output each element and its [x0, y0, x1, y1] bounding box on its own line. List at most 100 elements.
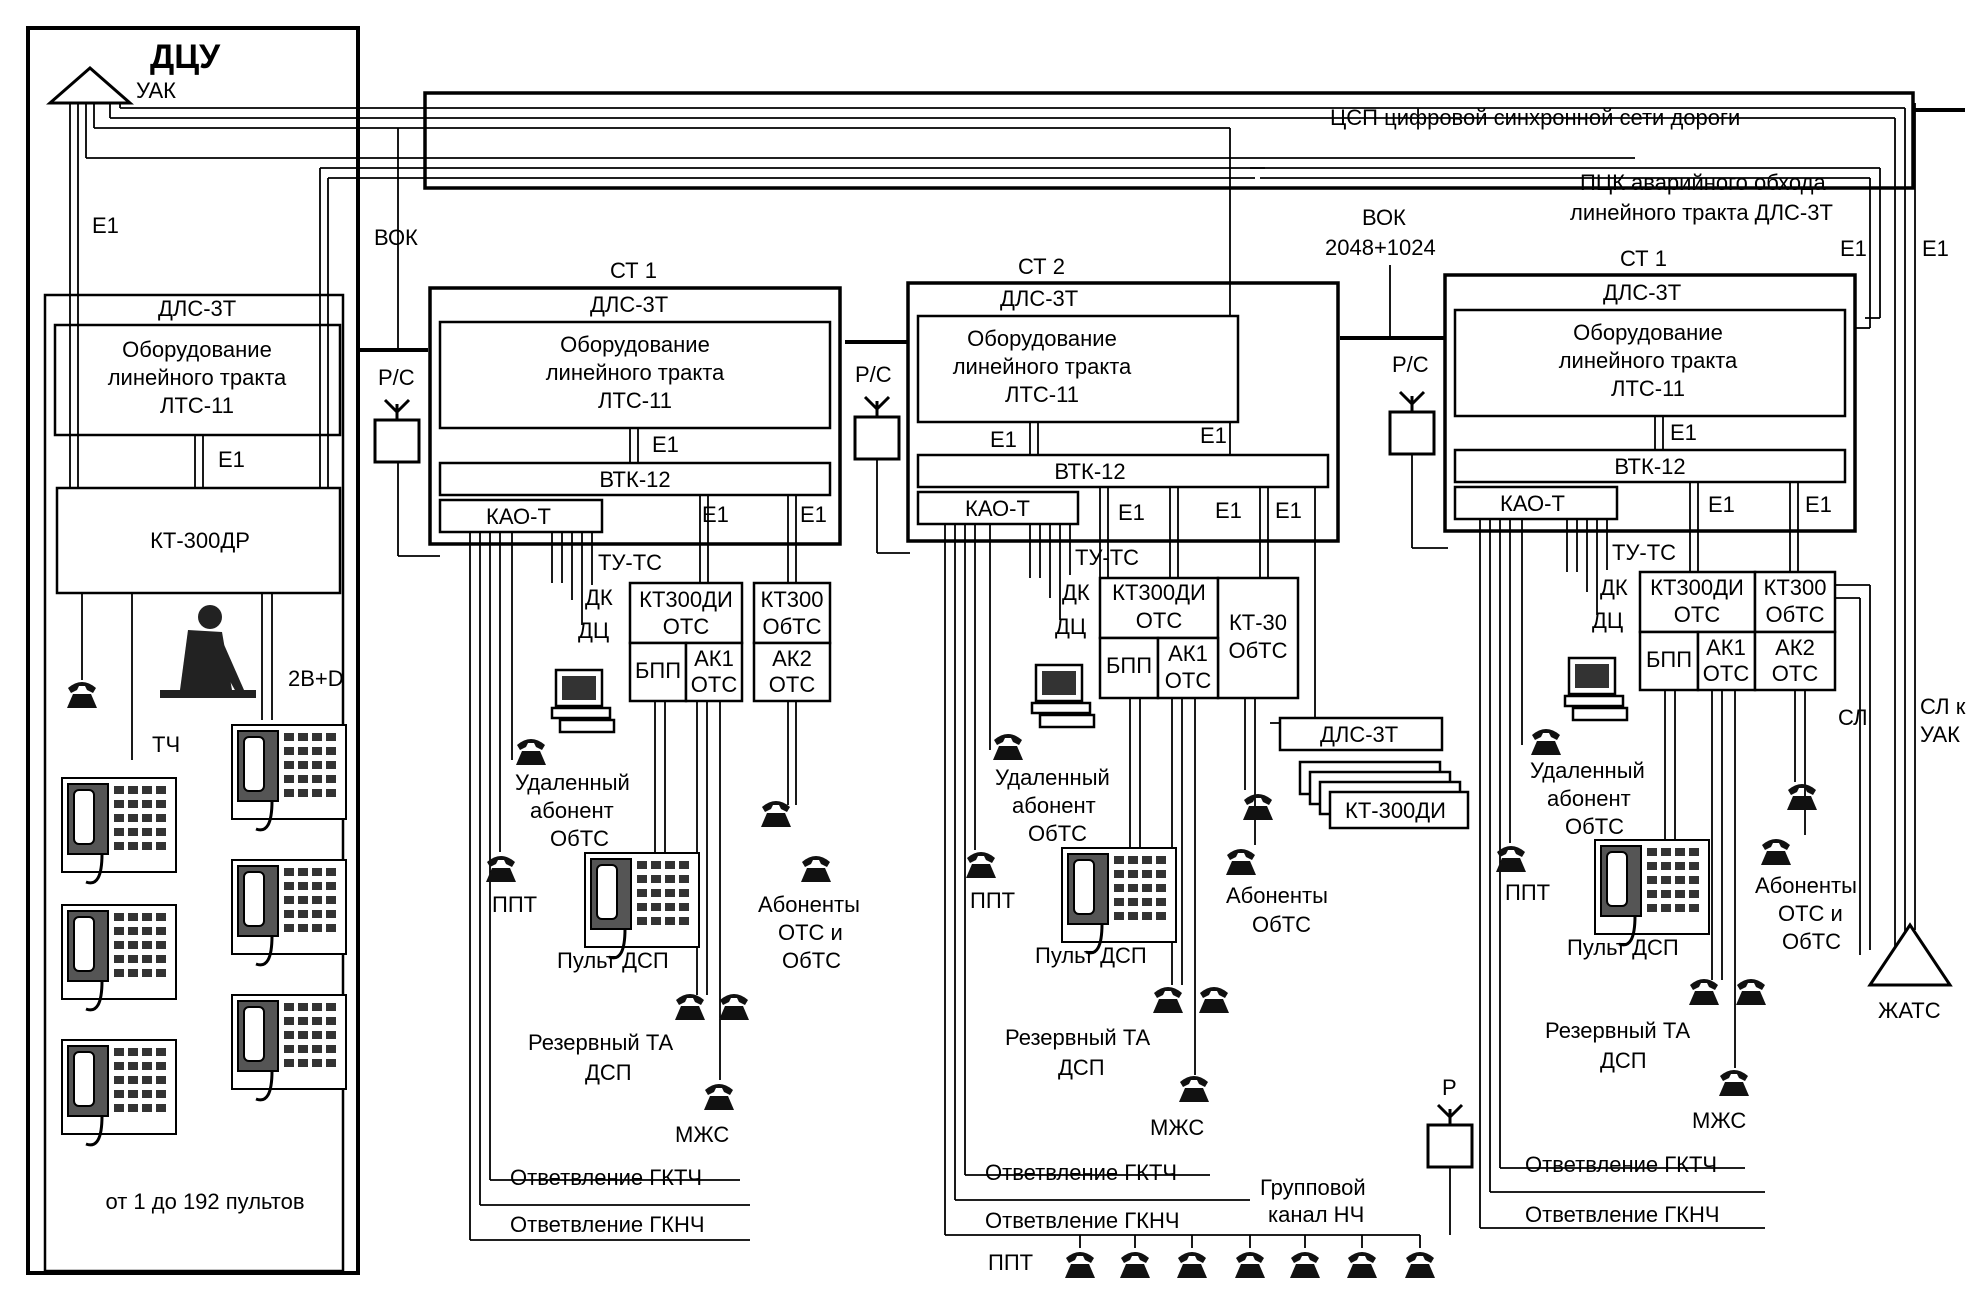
consoles-count: от 1 до 192 пультов: [105, 1189, 304, 1214]
st2-kt-stack: КТ-300ДИ: [1345, 798, 1446, 823]
dcu-e1-inner: Е1: [218, 447, 245, 472]
st2-kt30b: ОбТС: [1228, 638, 1287, 663]
st1-kt-obtc2: ОбТС: [762, 614, 821, 639]
st3-kao: КАО-Т: [1500, 491, 1565, 516]
console-icon-3: [60, 1038, 178, 1147]
station-2: СТ 2 ДЛС-3Т Оборудование линейного тракт…: [906, 128, 1474, 1278]
st2-kt-otc1: КТ300ДИ: [1112, 580, 1206, 605]
st2-reserve-phone-icon-2: [1199, 987, 1229, 1013]
st2-subs2: ОбТС: [1252, 912, 1311, 937]
st2-mzhs-phone-icon: [1179, 1076, 1209, 1102]
csp-network: ЦСП цифровой синхронной сети дороги ПЦК …: [86, 91, 1966, 1023]
st3-subs3: ОбТС: [1782, 929, 1841, 954]
st1-e1b: Е1: [702, 502, 729, 527]
sl-uak-line1: СЛ к: [1920, 694, 1966, 719]
radio-icon-1: [373, 398, 421, 464]
rs-label-2: Р/С: [855, 362, 892, 387]
st2-e1a2: Е1: [1200, 423, 1227, 448]
st3-dk: ДК: [1600, 575, 1628, 600]
st2-remote-phone-icon: [993, 734, 1023, 760]
st1-subs2: ОТС и: [778, 920, 843, 945]
st2-radio-icon: [1426, 1103, 1474, 1169]
rs-label-3: Р/С: [1392, 352, 1429, 377]
st1-ak2a: АК2: [772, 646, 812, 671]
st3-kt-otc2: ОТС: [1674, 602, 1721, 627]
ppt-phone-icon-6: [1347, 1252, 1377, 1278]
st1-bpp: БПП: [635, 658, 681, 683]
dcu-equip-line2: линейного тракта: [108, 365, 287, 390]
ppt-phone-icon-5: [1290, 1252, 1320, 1278]
st2-kao: КАО-Т: [965, 496, 1030, 521]
console-icon-2: [60, 903, 178, 1012]
st1-reserve1: Резервный ТА: [528, 1030, 674, 1055]
st3-remote2: абонент: [1547, 786, 1631, 811]
st2-computer-icon: [1030, 663, 1096, 729]
st3-e1c: Е1: [1805, 492, 1832, 517]
st1-mzhs-phone-icon: [704, 1084, 734, 1110]
ppt-phone-icon-2: [1120, 1252, 1150, 1278]
st1-reserve-phone-icon-1: [675, 994, 705, 1020]
st2-ppt: ППТ: [970, 888, 1015, 913]
st2-dc: ДЦ: [1055, 614, 1086, 639]
kt-300dr-label: КТ-300ДР: [150, 528, 250, 553]
console-icon-1: [60, 776, 178, 885]
sl-uak-line2: УАК: [1920, 722, 1960, 747]
st2-subs-phone-icon-2: [1226, 849, 1256, 875]
st1-equip3: ЛТС-11: [598, 388, 672, 413]
st1-reserve2: ДСП: [585, 1060, 632, 1085]
st3-tuts: ТУ-ТС: [1612, 540, 1676, 565]
st3-ak2b: ОТС: [1772, 661, 1819, 686]
st2-dls-small: ДЛС-3Т: [1320, 722, 1398, 747]
st3-mzhs: МЖС: [1692, 1108, 1746, 1133]
st1-vtk: ВТК-12: [599, 467, 670, 492]
console-icon-4: [230, 723, 348, 832]
st3-computer-icon: [1563, 656, 1629, 722]
st2-reserve-phone-icon-1: [1153, 987, 1183, 1013]
st3-reserve1: Резервный ТА: [1545, 1018, 1691, 1043]
console-icon-6: [230, 993, 348, 1102]
st1-kt-obtc1: КТ300: [761, 587, 824, 612]
st1-title: СТ 1: [610, 258, 657, 283]
st2-subs-phone-icon-1: [1243, 794, 1273, 820]
st2-vtk: ВТК-12: [1054, 459, 1125, 484]
st2-e1c: Е1: [1215, 498, 1242, 523]
st2-e1d: Е1: [1275, 498, 1302, 523]
st3-reserve2: ДСП: [1600, 1048, 1647, 1073]
operator-icon: [160, 605, 256, 698]
st2-dk: ДК: [1062, 580, 1090, 605]
st3-subs2: ОТС и: [1778, 901, 1843, 926]
st3-e1a: Е1: [1670, 420, 1697, 445]
st3-ppt: ППТ: [1505, 880, 1550, 905]
st3-title: СТ 1: [1620, 246, 1667, 271]
st3-pult: Пульт ДСП: [1567, 935, 1679, 960]
st1-gktch: Ответвление ГКТЧ: [510, 1165, 702, 1190]
zhats-icon: [1867, 922, 1953, 987]
dcu-title: ДЦУ: [150, 38, 221, 76]
st2-remote2: абонент: [1012, 793, 1096, 818]
st3-remote-phone-icon: [1531, 729, 1561, 755]
st1-e1a: Е1: [652, 432, 679, 457]
st3-reserve-phone-icon-2: [1736, 979, 1766, 1005]
st2-reserve2: ДСП: [1058, 1055, 1105, 1080]
st3-bpp: БПП: [1646, 647, 1692, 672]
station-3: СТ 1 ДЛС-3Т Оборудование линейного тракт…: [1443, 246, 1871, 1229]
st2-r: Р: [1442, 1075, 1457, 1100]
link-2bd-label: 2В+D: [288, 666, 344, 691]
st3-kt-obtc2: ОбТС: [1765, 602, 1824, 627]
st2-gknch: Ответвление ГКНЧ: [985, 1208, 1180, 1233]
st1-subs-phone-icon-2: [801, 856, 831, 882]
tch-label: ТЧ: [152, 732, 180, 757]
st1-subs1: Абоненты: [758, 892, 860, 917]
st3-dls: ДЛС-3Т: [1603, 280, 1681, 305]
st1-ak2b: ОТС: [769, 672, 816, 697]
st1-kt-otc2: ОТС: [663, 614, 710, 639]
console-icon-5: [230, 858, 348, 967]
st1-remote1: Удаленный: [515, 770, 630, 795]
st1-remote2: абонент: [530, 798, 614, 823]
st3-equip3: ЛТС-11: [1611, 376, 1685, 401]
st1-dc: ДЦ: [578, 618, 609, 643]
st1-subs-phone-icon-1: [761, 801, 791, 827]
st1-ppt: ППТ: [492, 892, 537, 917]
st1-pult: Пульт ДСП: [557, 948, 669, 973]
st2-tuts: ТУ-ТС: [1075, 545, 1139, 570]
